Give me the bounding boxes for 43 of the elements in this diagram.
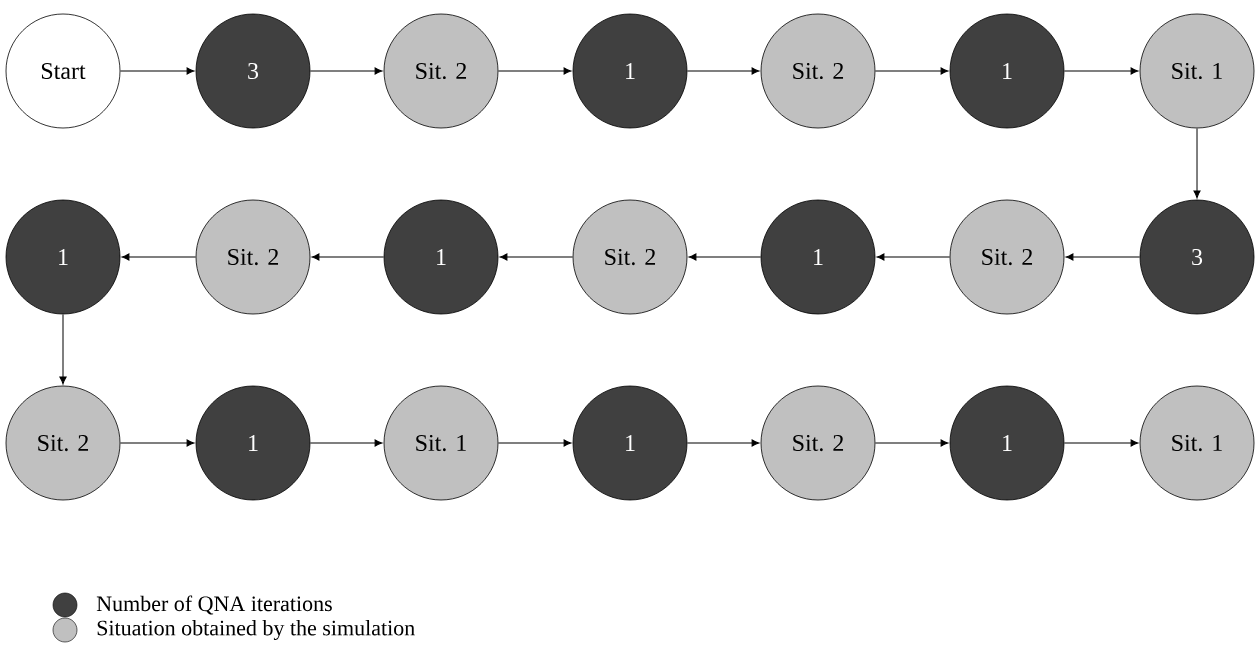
circle-node: Sit. 1 — [383, 385, 499, 501]
circle-node: Sit. 2 — [572, 199, 688, 315]
arrow — [1063, 439, 1139, 447]
circle-node: Sit. 2 — [760, 385, 876, 501]
circle-node: 1 — [949, 13, 1065, 129]
arrow — [874, 67, 949, 75]
circle-node: 3 — [195, 13, 311, 129]
arrow — [686, 67, 760, 75]
arrow — [119, 67, 195, 75]
circle-node: 3 — [1139, 199, 1255, 315]
arrow — [309, 439, 383, 447]
arrow — [121, 253, 197, 261]
arrow — [1193, 127, 1201, 199]
arrow — [686, 439, 760, 447]
circle-node: Sit. 2 — [760, 13, 876, 129]
arrow — [1063, 67, 1139, 75]
circle-node: Sit. 2 — [5, 385, 121, 501]
arrow — [688, 253, 762, 261]
arrow — [874, 439, 949, 447]
arrow — [497, 67, 572, 75]
arrow — [309, 67, 383, 75]
arrow — [1065, 253, 1141, 261]
legend-label: Situation obtained by the simulation — [97, 620, 415, 640]
arrow — [876, 253, 951, 261]
circle-node: Sit. 2 — [195, 199, 311, 315]
legend-label: Number of QNA iterations — [96, 595, 332, 615]
circle-node: 1 — [760, 199, 876, 315]
arrow — [497, 439, 572, 447]
arrow — [499, 253, 574, 261]
arrow — [59, 313, 67, 385]
circle-node: Sit. 2 — [949, 199, 1065, 315]
circle-node: Sit. 1 — [1139, 385, 1255, 501]
arrow — [119, 439, 195, 447]
arrow — [311, 253, 385, 261]
circle-node: 1 — [383, 199, 499, 315]
circle-node: 1 — [5, 199, 121, 315]
circle-node: Start — [5, 13, 121, 129]
circle-node: 1 — [949, 385, 1065, 501]
circle-node: Sit. 2 — [383, 13, 499, 129]
circle-node: 1 — [572, 13, 688, 129]
circle-node: 1 — [572, 385, 688, 501]
circle-node: 1 — [195, 385, 311, 501]
circle-node: Sit. 1 — [1139, 13, 1255, 129]
